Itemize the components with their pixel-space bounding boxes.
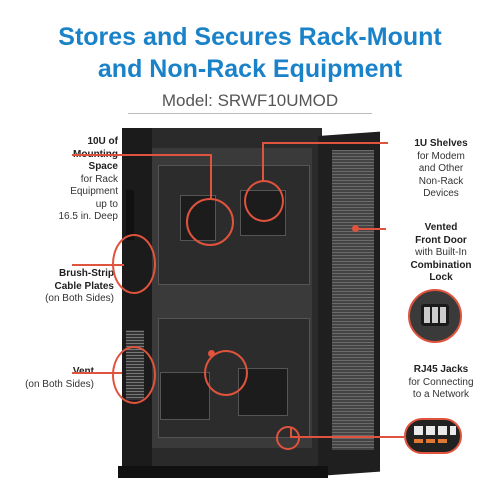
rj45-port [438, 426, 447, 435]
leader-line [262, 142, 388, 144]
cabinet-base [118, 466, 328, 478]
leader-line [262, 142, 264, 182]
leader-line [290, 436, 404, 438]
callout-shelves: 1U Shelves for Modem and Other Non-Rack … [390, 138, 492, 201]
rj45-port [414, 426, 423, 435]
callout-text: (on Both Sides) [25, 378, 94, 390]
leader-line [72, 372, 122, 374]
rj45-jacks-inset [404, 418, 462, 454]
callout-text: Non-Rack [418, 175, 464, 187]
callout-text: for Modem [417, 150, 465, 162]
leader-line [72, 264, 124, 266]
highlight-circle [112, 234, 156, 294]
callout-front-door: Vented Front Door with Built-In Combinat… [390, 222, 492, 285]
callout-brush-bold: Brush-Strip Cable Plates [54, 268, 114, 292]
model-number: Model: SRWF10UMOD [161, 91, 339, 110]
callout-text: 16.5 in. Deep [58, 211, 119, 222]
headline-line-2: and Non-Rack Equipment [97, 55, 403, 83]
callout-vent-bold: Vent [73, 366, 94, 377]
highlight-circle [186, 198, 234, 246]
rj45-port [426, 426, 435, 435]
rj45-port-tab [426, 439, 435, 443]
callout-dot [208, 350, 215, 357]
callout-text: and Other [418, 163, 464, 174]
callout-text: (on Both Sides) [45, 293, 114, 304]
highlight-circle [204, 350, 248, 396]
highlight-circle [112, 346, 156, 404]
lock-dial [440, 307, 446, 323]
callout-door-bold: Combination [410, 259, 472, 271]
lock-dial [424, 307, 430, 323]
callout-brush-strip: Brush-Strip Cable Plates (on Both Sides) [10, 268, 114, 306]
rj45-port [450, 426, 456, 435]
callout-text: for Connecting [408, 376, 474, 388]
callout-door-bold: Vented [424, 222, 458, 233]
callout-text: Equipment [70, 186, 118, 197]
cabinet-side-panel [122, 128, 152, 468]
rj45-port-tab [414, 439, 423, 443]
headline-line-1: Stores and Secures Rack-Mount [58, 23, 442, 51]
leader-line [72, 154, 212, 156]
highlight-circle [276, 426, 300, 450]
callout-door-bold: Lock [429, 272, 453, 283]
door-vent-mesh [332, 150, 374, 450]
brush-strip-plate [126, 190, 134, 240]
callout-rj45: RJ45 Jacks for Connecting to a Network [390, 364, 492, 402]
leader-line [210, 154, 212, 200]
callout-text: to a Network [412, 389, 470, 400]
callout-text: up to [95, 198, 118, 210]
callout-text: Devices [423, 188, 459, 199]
shelf-bracket [160, 372, 210, 420]
highlight-circle [244, 180, 284, 222]
callout-text: for Rack [80, 173, 118, 185]
divider [128, 113, 372, 114]
callout-shelves-bold: 1U Shelves [414, 138, 468, 149]
callout-mounting-space: 10U of Mounting Space for Rack Equipment… [10, 136, 119, 224]
callout-vent: Vent (on Both Sides) [10, 366, 94, 391]
callout-door-bold: Front Door [415, 234, 467, 246]
callout-dot [352, 225, 359, 232]
callout-text: with Built-In [415, 247, 467, 258]
leader-line [356, 228, 386, 230]
rj45-port-tab [438, 439, 447, 443]
callout-rj45-bold: RJ45 Jacks [413, 364, 469, 375]
lock-dial [432, 307, 438, 323]
